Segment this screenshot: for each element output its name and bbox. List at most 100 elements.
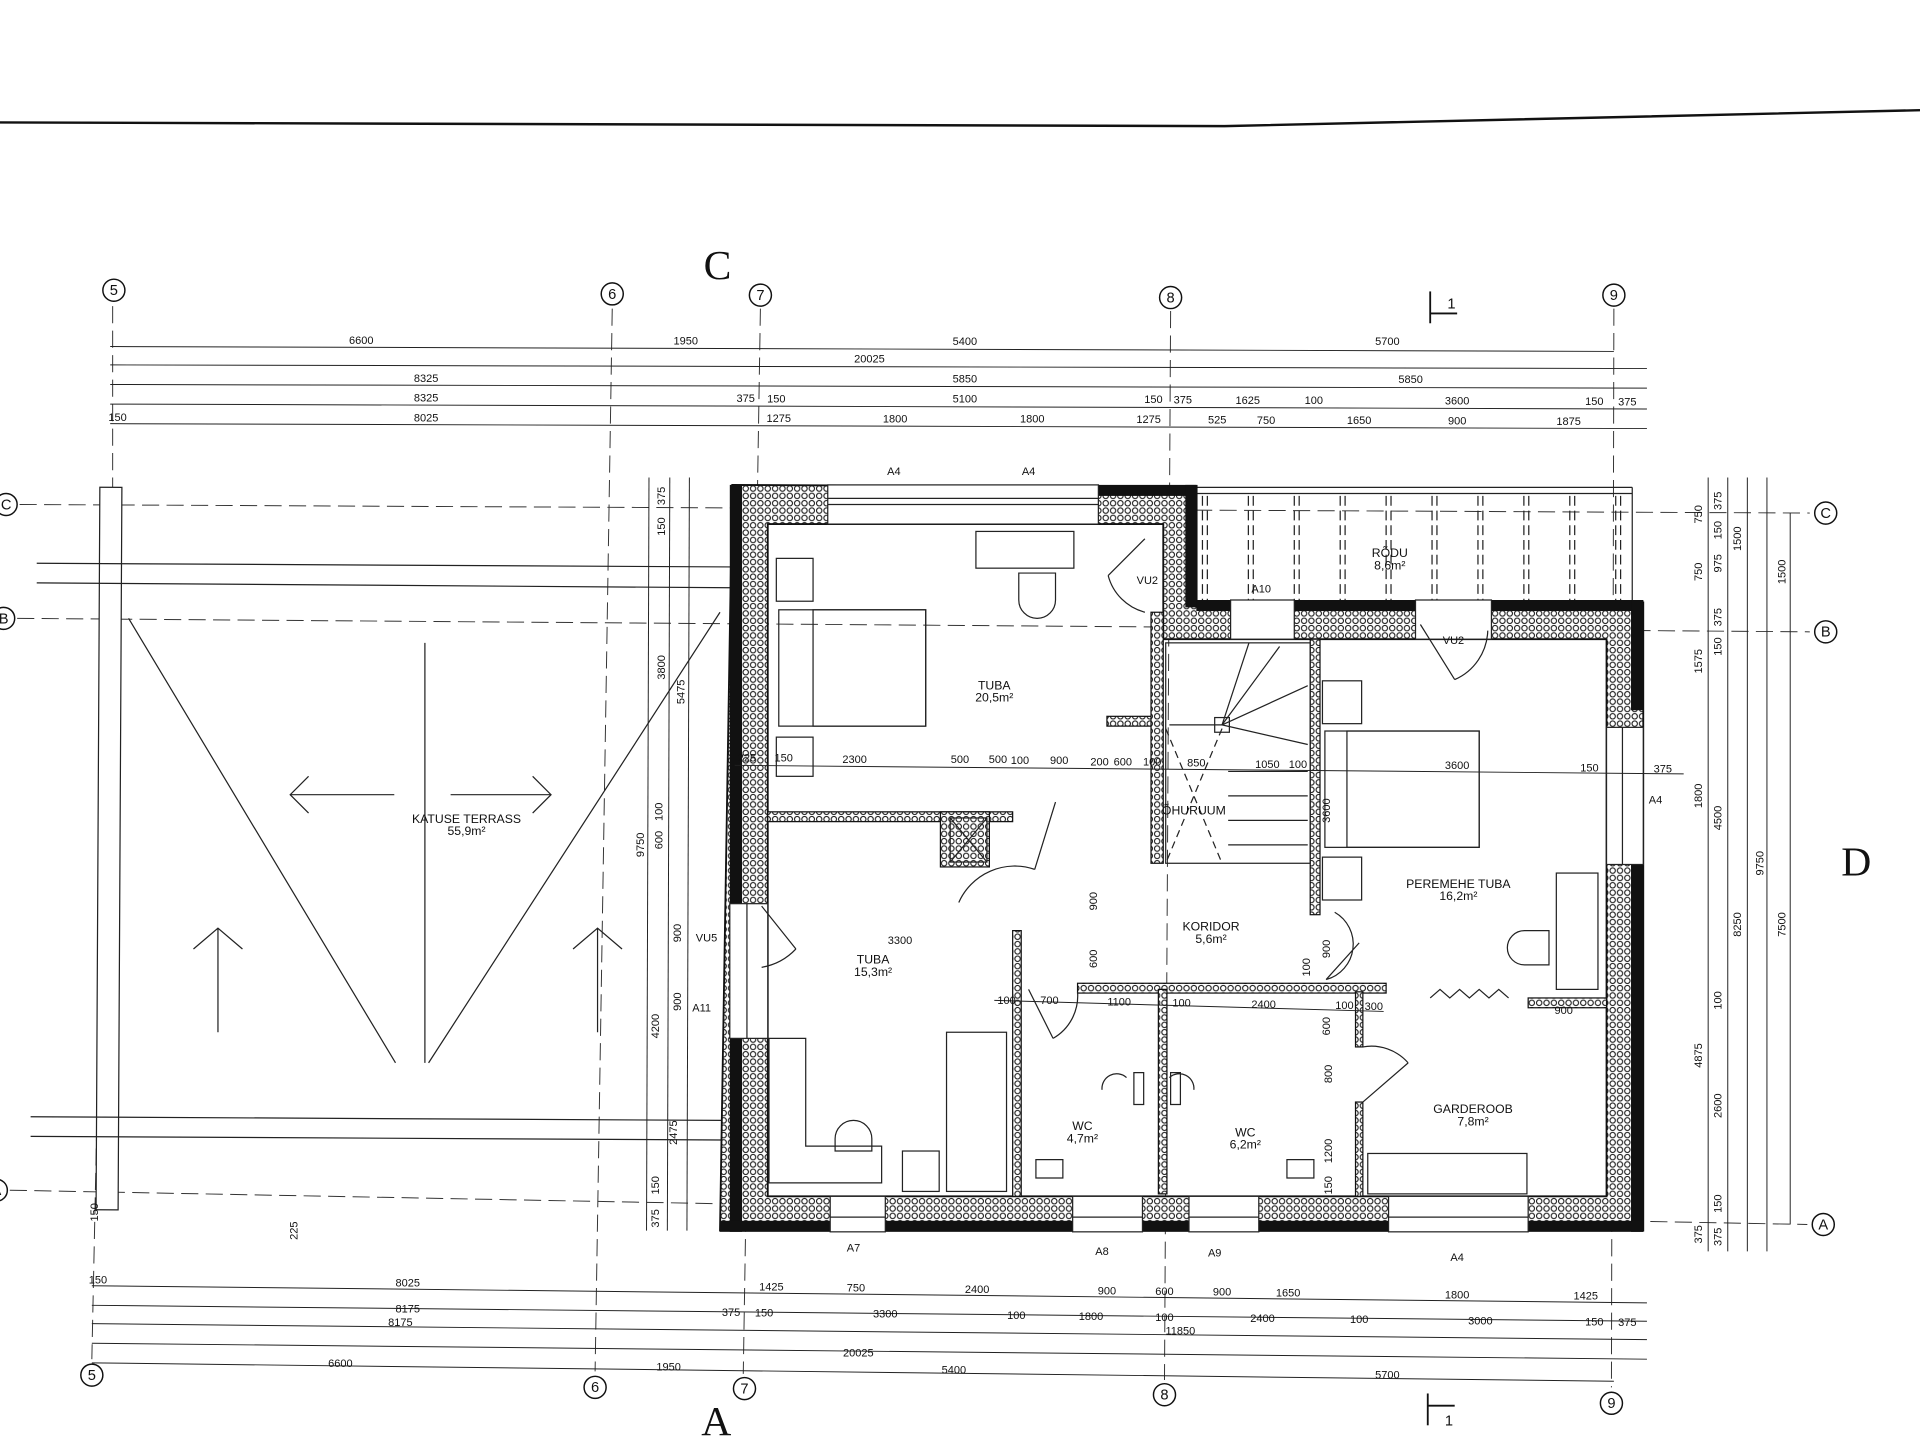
dimension-top: 3600	[1445, 396, 1470, 408]
dimension-top: 20025	[854, 353, 885, 365]
room-name: KATUSE TERRASS	[412, 812, 521, 826]
grid-row-label: B	[0, 611, 9, 627]
opening-label: VU2	[1137, 575, 1158, 587]
interior-walls	[767, 611, 1608, 1197]
dimension-bottom: 1650	[1276, 1287, 1301, 1299]
dimension-bottom: 3000	[1468, 1315, 1493, 1327]
dimension-left: 150	[650, 1176, 662, 1194]
dimension-left: 150	[656, 517, 668, 535]
dimension-right: 1575	[1693, 649, 1705, 674]
dimension-interior: 100	[1289, 759, 1307, 771]
grid-column-label: 7	[740, 1381, 748, 1397]
grid-row-bubble	[1813, 501, 1838, 525]
room-name: WC	[1072, 1119, 1093, 1133]
dimension-top: 150	[108, 412, 126, 424]
dimension-bottom: 150	[1585, 1317, 1603, 1329]
dimension-interior: 800	[1323, 1065, 1335, 1083]
grid-column-label: 8	[1160, 1388, 1168, 1404]
roof-terrace	[30, 486, 733, 1211]
opening-label: A9	[1208, 1247, 1221, 1259]
dimension-top: 750	[1257, 415, 1275, 427]
dimension-top: 375	[1174, 394, 1192, 406]
section-marker-top-label: 1	[1447, 297, 1455, 313]
dimension-top: 525	[1208, 414, 1226, 426]
dimension-interior: 900	[1088, 892, 1100, 910]
dimension-right: 2600	[1713, 1093, 1725, 1118]
dimension-bottom: 1950	[656, 1361, 681, 1373]
grid-bubbles: 5566778899CCBBAA	[0, 278, 1838, 1416]
room-area: 7,8m²	[1457, 1114, 1488, 1128]
dimension-right: 9750	[1754, 851, 1766, 876]
dimension-right: 1800	[1693, 784, 1705, 809]
dimension-interior: 150	[1323, 1176, 1335, 1194]
opening-label: A4	[887, 466, 900, 478]
grid-column-label: 9	[1607, 1396, 1615, 1412]
grid-column-label: 6	[608, 287, 616, 303]
dimension-interior: 900	[1554, 1005, 1572, 1017]
grid-column-bubble	[102, 278, 126, 302]
dimension-right: 100	[1713, 991, 1725, 1009]
dimension-bottom: 6600	[328, 1358, 353, 1370]
room-name: TUBA	[857, 953, 890, 967]
furniture	[768, 530, 1599, 1195]
dimension-bottom: 600	[1155, 1286, 1173, 1298]
grid-column-bubble	[1599, 1391, 1624, 1416]
dimension-bottom: 11850	[1165, 1325, 1195, 1337]
dimension-bottom: 20025	[843, 1348, 874, 1360]
dimension-right: 375	[1713, 608, 1725, 626]
dimension-interior: 3300	[888, 935, 913, 947]
doors	[761, 538, 1489, 1103]
opening-label: A4	[1022, 466, 1035, 478]
opening-label: A10	[1251, 584, 1271, 596]
opening-label: A4	[1649, 794, 1662, 806]
balcony-balusters	[1201, 495, 1622, 600]
dimension-interior: 2300	[842, 754, 867, 766]
dimension-top: 6600	[349, 335, 374, 347]
grid-column-label: 5	[110, 283, 118, 299]
opening-label: A11	[692, 1002, 711, 1014]
dimension-left: 375	[656, 487, 668, 505]
grid-column-bubble	[732, 1376, 757, 1401]
dimension-bottom: 375	[722, 1307, 740, 1319]
room-area: 8,6m²	[1374, 558, 1405, 572]
dimension-interior: 500	[951, 754, 969, 766]
dimension-top: 5850	[953, 373, 978, 385]
grid-row-bubble	[0, 606, 16, 631]
dimension-interior: 3600	[1321, 798, 1333, 823]
grid-column-label: 7	[756, 288, 764, 304]
opening-label: A4	[1450, 1252, 1463, 1264]
dimension-top: 5400	[953, 336, 978, 348]
dimension-bottom: 100	[1350, 1314, 1368, 1326]
dimension-left: 3800	[656, 655, 668, 680]
grid-row-label: A	[0, 1183, 1, 1199]
dimension-right: 750	[1693, 563, 1705, 581]
dimension-interior: 1100	[1107, 996, 1131, 1008]
dimension-left: 4200	[650, 1014, 662, 1039]
dimension-bottom: 750	[847, 1283, 865, 1295]
dimension-left: 100	[653, 803, 665, 821]
dimension-left: 900	[672, 992, 684, 1010]
dimension-interior: 150	[1580, 762, 1598, 774]
room-name: RÕDU	[1372, 545, 1408, 560]
room-area: 15,3m²	[854, 965, 892, 979]
opening-label: A8	[1095, 1246, 1108, 1258]
dimension-interior: 225	[738, 753, 756, 765]
dimension-right: 7500	[1776, 912, 1788, 937]
dimension-left: 375	[650, 1209, 662, 1227]
dimension-interior: 1050	[1255, 759, 1280, 771]
grid-column-label: 9	[1610, 288, 1618, 304]
dimension-top: 5700	[1375, 336, 1400, 348]
dimension-interior: 100	[1301, 958, 1313, 976]
windows	[729, 484, 1644, 1233]
dimension-lines	[91, 346, 1791, 1382]
dimension-interior: 100	[1172, 998, 1190, 1010]
grid-row-bubble	[1811, 1212, 1836, 1237]
grid-row-bubble	[0, 1179, 9, 1202]
dimension-top: 1875	[1556, 416, 1581, 428]
grid-column-bubble	[80, 1363, 104, 1387]
stairs	[949, 642, 1311, 864]
dimension-interior: 1200	[1323, 1139, 1335, 1164]
balcony-railing	[1196, 486, 1633, 603]
room-area: 4,7m²	[1067, 1131, 1098, 1145]
